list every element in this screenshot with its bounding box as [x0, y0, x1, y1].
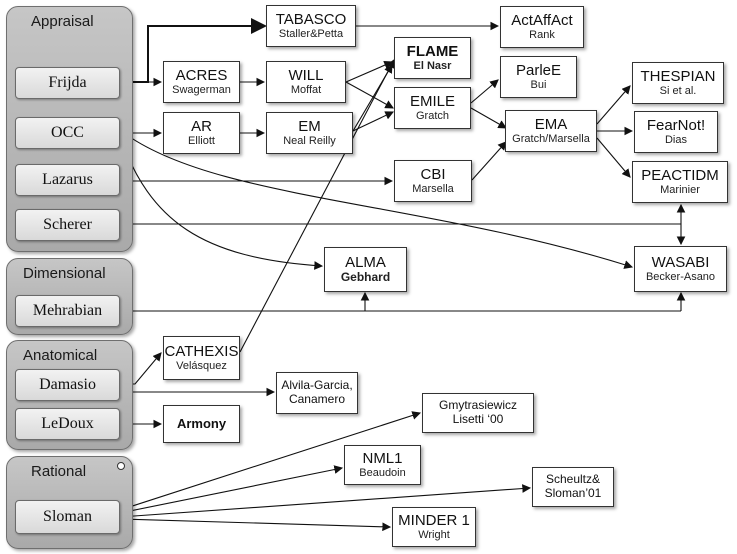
theory-occ: OCC — [15, 117, 120, 149]
edge-ema-peactidm — [596, 137, 631, 178]
model-ar-author: Elliott — [188, 135, 215, 148]
edge-will-flame — [345, 61, 394, 83]
model-alma: ALMA Gebhard — [324, 247, 407, 292]
model-fearnot: FearNot! Dias — [634, 111, 718, 153]
model-thespian: THESPIAN Si et al. — [632, 62, 724, 104]
model-cbi-name: CBI — [420, 165, 446, 183]
model-scheutz-sloman-name: Scheultz& Sloman’01 — [544, 472, 602, 500]
model-minder1: MINDER 1 Wright — [392, 507, 476, 547]
theory-damasio: Damasio — [15, 369, 120, 401]
model-peactidm-author: Marinier — [660, 184, 700, 197]
model-acres-name: ACRES — [175, 66, 228, 84]
model-fearnot-name: FearNot! — [646, 116, 706, 134]
edge-occ-alma — [119, 136, 324, 270]
model-cathexis-name: CATHEXIS — [164, 342, 239, 360]
group-dimensional-label: Dimensional — [23, 265, 106, 282]
model-acres-author: Swagerman — [172, 84, 231, 97]
model-ema: EMA Gratch/Marsella — [505, 110, 597, 152]
model-thespian-name: THESPIAN — [640, 67, 716, 85]
edge-sloman-minder1 — [119, 518, 392, 532]
edge-ema-thespian — [596, 85, 631, 125]
model-cathexis-author: Velásquez — [176, 360, 227, 373]
model-emile-author: Gratch — [415, 110, 449, 123]
model-actaffact: ActAffAct Rank — [500, 6, 584, 48]
edge-cbi-ema — [471, 141, 507, 181]
model-em-name: EM — [298, 117, 321, 135]
model-actaffact-name: ActAffAct — [511, 11, 573, 29]
model-emile-name: EMILE — [409, 92, 455, 110]
model-cathexis: CATHEXIS Velásquez — [163, 336, 240, 380]
group-anatomical-label: Anatomical — [23, 347, 98, 364]
model-actaffact-author: Rank — [529, 29, 555, 42]
model-armony-name: Armony — [176, 415, 227, 431]
model-em: EM Neal Reilly — [266, 112, 353, 154]
model-nml1-name: NML1 — [362, 449, 403, 467]
model-scheutz-sloman: Scheultz& Sloman’01 — [532, 467, 614, 507]
group-rational-label: Rational — [31, 463, 87, 480]
model-fearnot-author: Dias — [664, 134, 687, 147]
edge-cathexis-flame — [239, 59, 395, 353]
model-tabasco-author: Staller&Petta — [278, 28, 344, 41]
model-minder1-author: Wright — [418, 529, 450, 542]
model-peactidm: PEACTIDM Marinier — [632, 161, 728, 203]
circle-marker — [117, 462, 125, 470]
model-flame-author: El Nasr — [413, 60, 452, 73]
model-parlee: ParleE Bui — [500, 56, 577, 98]
model-will-author: Moffat — [290, 84, 322, 97]
group-appraisal-label: Appraisal — [31, 13, 94, 30]
model-ar: AR Elliott — [163, 112, 240, 154]
model-gmytrasiewicz-name: Gmytrasiewicz Lisetti ‘00 — [438, 398, 517, 426]
model-nml1: NML1 Beaudoin — [344, 445, 421, 485]
model-parlee-author: Bui — [530, 79, 547, 92]
theory-ledoux: LeDoux — [15, 408, 120, 440]
model-cbi-author: Marsella — [412, 183, 454, 196]
edge-em-emile — [352, 111, 394, 132]
model-wasabi: WASABI Becker-Asano — [634, 246, 727, 292]
model-thespian-author: Si et al. — [659, 85, 697, 98]
theory-frijda: Frijda — [15, 67, 120, 99]
model-wasabi-author: Becker-Asano — [645, 271, 716, 284]
model-parlee-name: ParleE — [515, 61, 562, 79]
theory-lazarus: Lazarus — [15, 164, 120, 196]
model-em-author: Neal Reilly — [283, 135, 336, 148]
model-ema-name: EMA — [534, 115, 568, 133]
model-will: WILL Moffat — [266, 61, 346, 103]
model-wasabi-name: WASABI — [651, 253, 710, 271]
model-ar-name: AR — [191, 117, 212, 135]
model-armony: Armony — [163, 405, 240, 443]
model-gmytrasiewicz: Gmytrasiewicz Lisetti ‘00 — [422, 393, 534, 433]
model-nml1-author: Beaudoin — [359, 467, 406, 480]
edge-will-emile — [345, 81, 394, 109]
model-peactidm-name: PEACTIDM — [641, 166, 719, 184]
edge-sloman-nml1 — [119, 465, 344, 514]
model-alvila-garcia: Alvila-Garcia, Canamero — [276, 372, 358, 414]
theory-sloman: Sloman — [15, 500, 120, 534]
model-tabasco-name: TABASCO — [275, 10, 347, 28]
model-acres: ACRES Swagerman — [163, 61, 240, 103]
model-alvila-garcia-name: Alvila-Garcia, Canamero — [281, 378, 353, 406]
edge-sloman-gmytrasiewicz — [119, 411, 422, 511]
model-minder1-name: MINDER 1 — [398, 511, 470, 529]
model-will-name: WILL — [288, 66, 324, 84]
model-alma-name: ALMA — [345, 253, 386, 271]
model-cbi: CBI Marsella — [394, 160, 472, 202]
theory-mehrabian: Mehrabian — [15, 295, 120, 327]
edge-emile-parlee — [470, 79, 499, 104]
theory-scherer: Scherer — [15, 209, 120, 241]
model-tabasco: TABASCO Staller&Petta — [266, 5, 356, 47]
model-flame-name: FLAME — [406, 42, 459, 60]
model-emile: EMILE Gratch — [394, 87, 471, 129]
edge-occ-wasabi — [119, 129, 634, 269]
model-flame: FLAME El Nasr — [394, 37, 471, 79]
edge-emile-ema — [470, 107, 507, 129]
edge-sloman-scheutz — [119, 484, 532, 518]
model-alma-author: Gebhard — [340, 270, 391, 285]
model-ema-author: Gratch/Marsella — [512, 133, 590, 146]
